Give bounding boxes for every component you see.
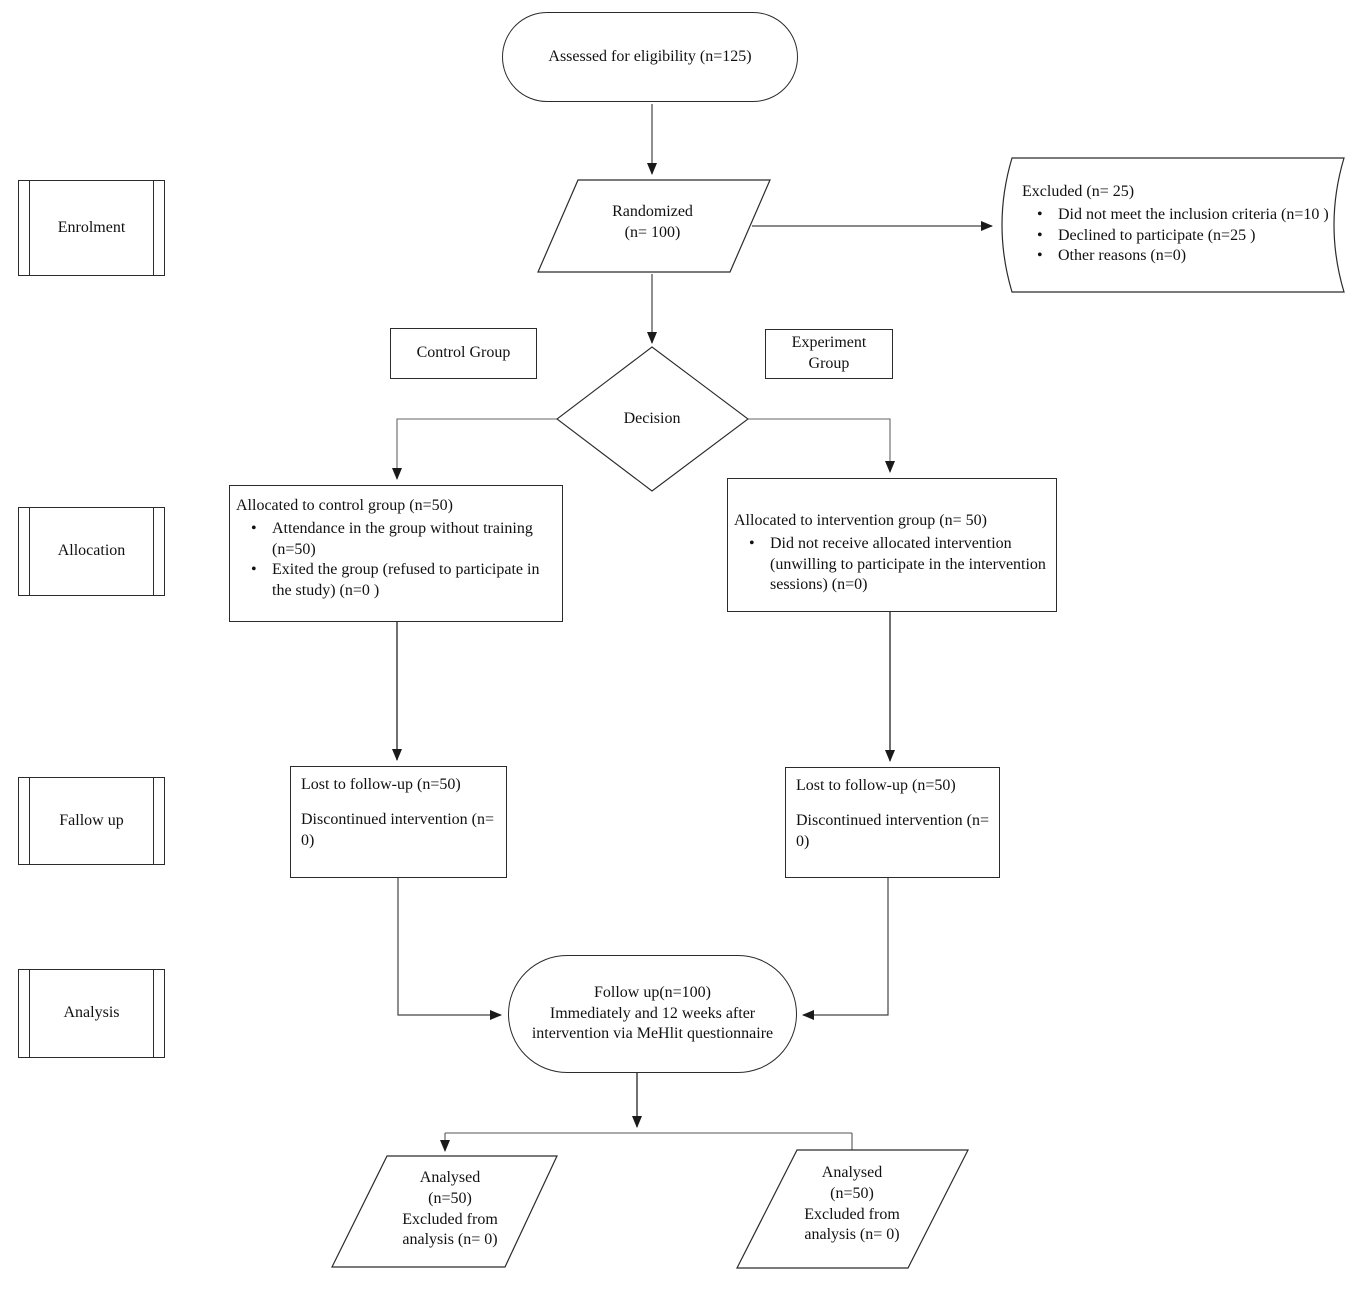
followup-oval-line2: Immediately and 12 weeks after	[549, 1004, 756, 1022]
analysed-left-line: (n=50)	[428, 1189, 472, 1207]
excluded-bullets: Did not meet the inclusion criteria (n=1…	[1022, 205, 1334, 267]
arrow-right-followup-to-oval	[802, 878, 889, 1020]
control-group-box: Control Group	[390, 328, 537, 379]
excluded-bullet: Other reasons (n=0)	[1022, 246, 1334, 267]
randomized-text: Randomized (n= 100)	[560, 202, 745, 244]
stage-box-allocation: Allocation	[18, 507, 165, 596]
decision-diamond	[556, 346, 749, 492]
lost-followup-right-line1: Lost to follow-up (n=50)	[796, 777, 956, 794]
excluded-bullet: Declined to participate (n=25 )	[1022, 226, 1334, 247]
randomized-line2: (n= 100)	[624, 223, 681, 241]
lost-followup-left-box: Lost to follow-up (n=50) Discontinued in…	[290, 766, 507, 878]
stage-box-follow-up: Fallow up	[18, 777, 165, 865]
analysed-left-line: analysis (n= 0)	[402, 1231, 498, 1249]
analysed-left-line: Analysed	[419, 1169, 481, 1186]
experiment-group-box: Experiment Group	[765, 329, 893, 379]
assessed-eligibility-oval: Assessed for eligibility (n=125)	[502, 12, 798, 102]
excluded-title: Excluded (n= 25)	[1022, 183, 1135, 200]
stage-label-allocation: Allocation	[57, 542, 126, 560]
excluded-bullet: Did not meet the inclusion criteria (n=1…	[1022, 205, 1334, 226]
allocated-intervention-box: Allocated to intervention group (n= 50) …	[727, 478, 1057, 612]
randomized-parallelogram	[537, 179, 771, 273]
followup-oval-text: Follow up(n=100) Immediately and 12 week…	[532, 983, 773, 1045]
followup-oval: Follow up(n=100) Immediately and 12 week…	[508, 955, 797, 1073]
stage-label-analysis: Analysis	[63, 1004, 120, 1022]
arrow-left-followup-to-oval	[397, 878, 502, 1020]
allocated-intervention-bullets: Did not receive allocated intervention (…	[734, 534, 1050, 596]
decision-text: Decision	[623, 410, 681, 427]
lost-followup-right-line2: Discontinued intervention (n= 0)	[796, 811, 989, 850]
analysed-right-parallelogram	[736, 1149, 969, 1269]
allocated-control-bullets: Attendance in the group without training…	[236, 519, 556, 602]
excluded-text: Excluded (n= 25) Did not meet the inclus…	[1022, 182, 1334, 267]
experiment-group-line2: Group	[808, 355, 850, 372]
control-group-label: Control Group	[416, 344, 511, 362]
stage-box-analysis: Analysis	[18, 969, 165, 1058]
analysed-right-line: (n=50)	[830, 1184, 874, 1202]
analysed-left-line: Excluded from	[402, 1210, 498, 1228]
stage-label-enrolment: Enrolment	[57, 218, 126, 236]
assessed-eligibility-text: Assessed for eligibility (n=125)	[548, 47, 752, 65]
followup-oval-line1: Follow up(n=100)	[593, 983, 712, 1001]
analysed-left-text: Analysed (n=50) Excluded from analysis (…	[370, 1168, 530, 1251]
allocated-control-box: Allocated to control group (n=50) Attend…	[229, 485, 563, 622]
followup-oval-line3: intervention via MeHlit questionnaire	[531, 1025, 774, 1043]
analysed-right-line: analysis (n= 0)	[804, 1226, 900, 1244]
arrow-decision-to-intervention-allocation	[748, 418, 895, 473]
allocated-intervention-title: Allocated to intervention group (n= 50)	[734, 512, 987, 529]
analysed-right-line: Excluded from	[804, 1205, 900, 1223]
lost-followup-left-line2: Discontinued intervention (n= 0)	[301, 810, 494, 849]
experiment-group-label: Experiment Group	[792, 333, 867, 375]
lost-followup-right-box: Lost to follow-up (n=50) Discontinued in…	[785, 767, 1000, 878]
stage-label-follow-up: Fallow up	[59, 811, 124, 829]
allocated-control-bullet: Exited the group (refused to participate…	[236, 560, 556, 602]
lost-followup-left-line1: Lost to follow-up (n=50)	[301, 776, 461, 793]
randomized-line1: Randomized	[612, 203, 693, 220]
arrow-decision-to-control-allocation	[392, 418, 557, 480]
analysed-right-text: Analysed (n=50) Excluded from analysis (…	[772, 1163, 932, 1246]
allocated-control-bullet: Attendance in the group without training…	[236, 519, 556, 561]
allocated-intervention-bullet: Did not receive allocated intervention (…	[734, 534, 1050, 596]
stage-box-enrolment: Enrolment	[18, 180, 165, 276]
experiment-group-line1: Experiment	[791, 334, 867, 352]
analysed-right-line: Analysed	[821, 1164, 883, 1181]
allocated-control-title: Allocated to control group (n=50)	[236, 497, 453, 514]
analysed-left-parallelogram	[331, 1155, 558, 1268]
